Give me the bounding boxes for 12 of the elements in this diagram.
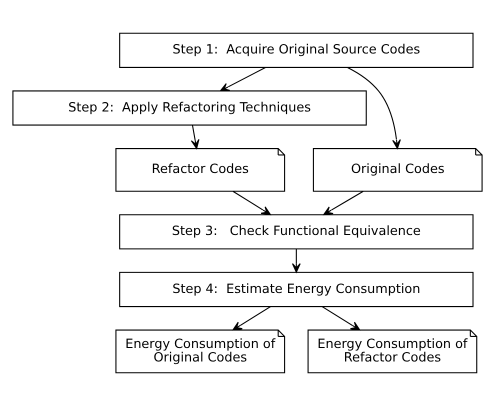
arrow (323, 190, 364, 215)
arrow (220, 66, 266, 91)
node-box: Step 4: Estimate Energy Consumption (119, 271, 474, 307)
arrow (322, 306, 360, 330)
arrow (292, 248, 301, 272)
node-box: Step 3: Check Functional Equivalence (119, 214, 474, 249)
arrow (347, 66, 401, 149)
node-box: Step 1: Acquire Original Source Codes (119, 32, 474, 68)
arrow (190, 124, 200, 149)
arrow (232, 306, 271, 330)
arrow (232, 190, 271, 215)
node-box: Step 2: Apply Refactoring Techniques (12, 90, 367, 126)
